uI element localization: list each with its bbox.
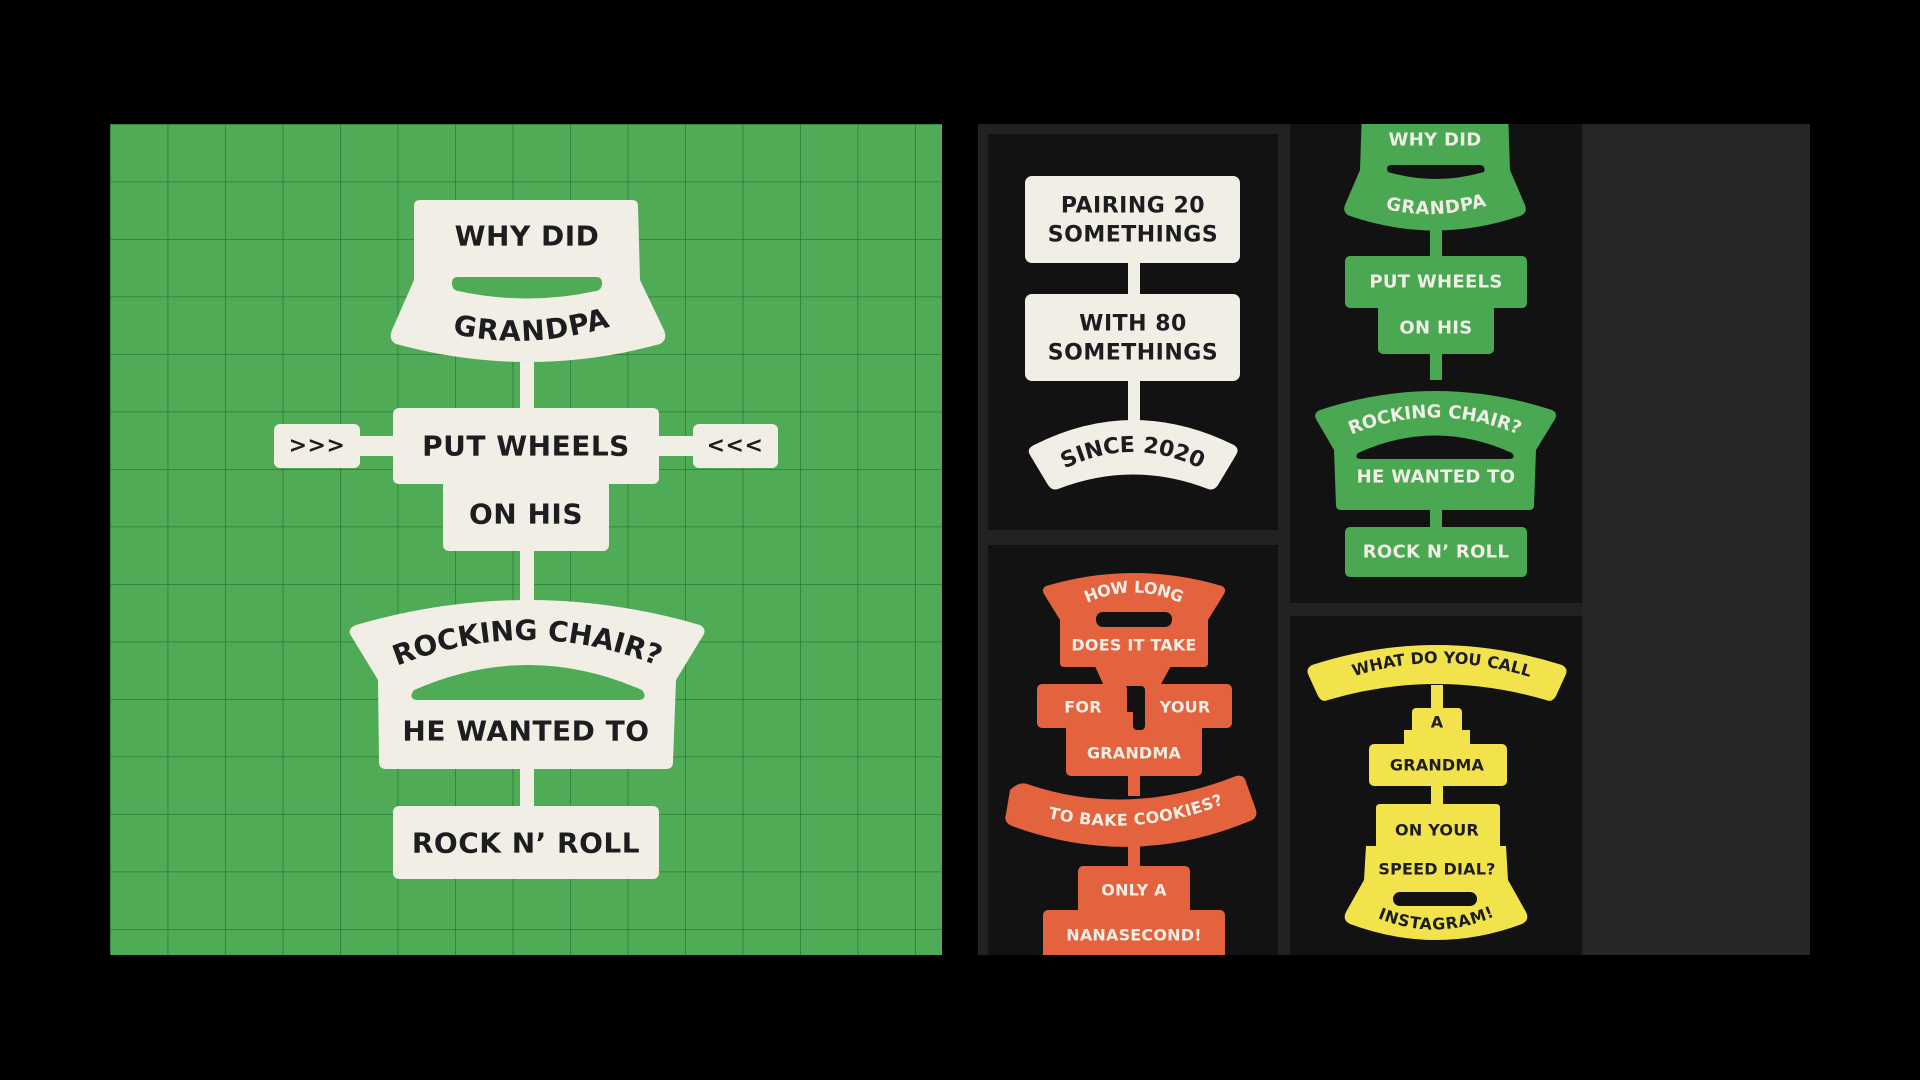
bake-cookies-shape <box>1005 775 1257 847</box>
what-do-you-call-arch <box>1307 645 1567 701</box>
slot-cutout <box>1393 892 1477 906</box>
on-his-shape <box>443 480 609 551</box>
side-panel <box>1583 124 1810 955</box>
connector <box>1094 664 1172 686</box>
grandma-shape <box>1066 724 1202 776</box>
grandpa-line-on-his: ON HIS <box>1399 318 1472 339</box>
with-80-line-2: SOMETHINGS <box>1048 341 1218 366</box>
connector <box>1430 506 1442 531</box>
sticker-board: PAIRING 20 SOMETHINGS WITH 80 SOMETHINGS… <box>978 124 1810 955</box>
grandpa-line-rock-n-roll: ROCK N’ ROLL <box>1363 542 1509 563</box>
poster-line-on-his: ON HIS <box>469 498 583 531</box>
cookies-line-for: FOR <box>1064 698 1101 717</box>
speed-line-grandma: GRANDMA <box>1390 756 1485 775</box>
grandma-shape <box>1369 744 1507 786</box>
left-arrows-tag: >>> <box>289 434 346 459</box>
rock-n-roll-shape <box>1345 527 1527 577</box>
poster-line-he-wanted-to: HE WANTED TO <box>402 715 649 748</box>
rock-n-roll-shape <box>393 806 659 879</box>
main-poster: WHY DID GRANDPA PUT WHEELS >>> <<< ON HI… <box>110 124 942 955</box>
on-his-shape <box>1378 304 1494 354</box>
card-cookies: HOW LONG DOES IT TAKE FOR YOUR GRANDMA T… <box>988 545 1278 955</box>
connector <box>1128 840 1140 870</box>
card-pairing: PAIRING 20 SOMETHINGS WITH 80 SOMETHINGS… <box>988 134 1278 530</box>
card-speed-dial: WHAT DO YOU CALL A GRANDMA ON YOUR SPEED… <box>1290 616 1582 955</box>
connector <box>520 765 534 811</box>
poster-line-put-wheels: PUT WHEELS <box>422 430 630 463</box>
slot-cutout <box>1096 612 1172 627</box>
speed-line-a: A <box>1431 713 1444 732</box>
cookies-line-does-it-take: DOES IT TAKE <box>1071 636 1196 655</box>
connector <box>1430 230 1442 260</box>
card-grandpa: WHY DID GRANDPA PUT WHEELS ON HIS ROCKIN… <box>1290 124 1582 603</box>
slot-cutout <box>452 277 602 299</box>
notch-cutout <box>1133 686 1145 730</box>
cookies-line-grandma: GRANDMA <box>1087 744 1182 763</box>
since-arch <box>1028 420 1238 490</box>
poster-line-rock-n-roll: ROCK N’ ROLL <box>412 827 640 860</box>
grandpa-line-he-wanted-to: HE WANTED TO <box>1357 467 1516 488</box>
cookies-line-nanasecond: NANASECOND! <box>1066 926 1202 945</box>
connector <box>1128 259 1140 299</box>
connector <box>520 548 534 608</box>
connector <box>355 436 397 456</box>
connector <box>1128 772 1140 796</box>
pairing-box <box>1025 176 1240 263</box>
right-tag-shape <box>693 424 778 468</box>
only-a-shape <box>1078 866 1190 914</box>
with-80-line-1: WITH 80 <box>1079 312 1187 337</box>
put-wheels-shape <box>1345 256 1527 308</box>
cookies-line-your: YOUR <box>1159 698 1211 717</box>
connector <box>1128 377 1140 422</box>
with-80-box <box>1025 294 1240 381</box>
slot-cutout <box>1387 165 1485 179</box>
left-tag-shape <box>274 424 360 468</box>
speed-line-speed-dial: SPEED DIAL? <box>1378 860 1495 879</box>
cookies-line-only-a: ONLY A <box>1101 881 1167 900</box>
right-arrows-tag: <<< <box>707 434 764 459</box>
pairing-line-2: SOMETHINGS <box>1048 223 1218 248</box>
put-wheels-shape <box>393 408 659 484</box>
pairing-line-1: PAIRING 20 <box>1061 194 1205 219</box>
poster-line-why-did: WHY DID <box>455 220 600 253</box>
connector <box>1430 350 1442 380</box>
speed-line-on-your: ON YOUR <box>1395 821 1479 840</box>
grandpa-line-put-wheels: PUT WHEELS <box>1369 272 1502 293</box>
connector <box>1431 685 1443 715</box>
grandpa-line-why-did: WHY DID <box>1389 130 1482 151</box>
slot-cutout <box>1356 435 1514 459</box>
your-shape <box>1140 684 1232 728</box>
connector <box>655 436 697 456</box>
connector <box>1404 730 1470 748</box>
connector <box>520 362 534 412</box>
for-shape <box>1037 684 1127 728</box>
nanasecond-shape <box>1043 910 1225 955</box>
speed-dial-bell-shape <box>1344 804 1528 940</box>
slot-cutout <box>411 665 645 700</box>
